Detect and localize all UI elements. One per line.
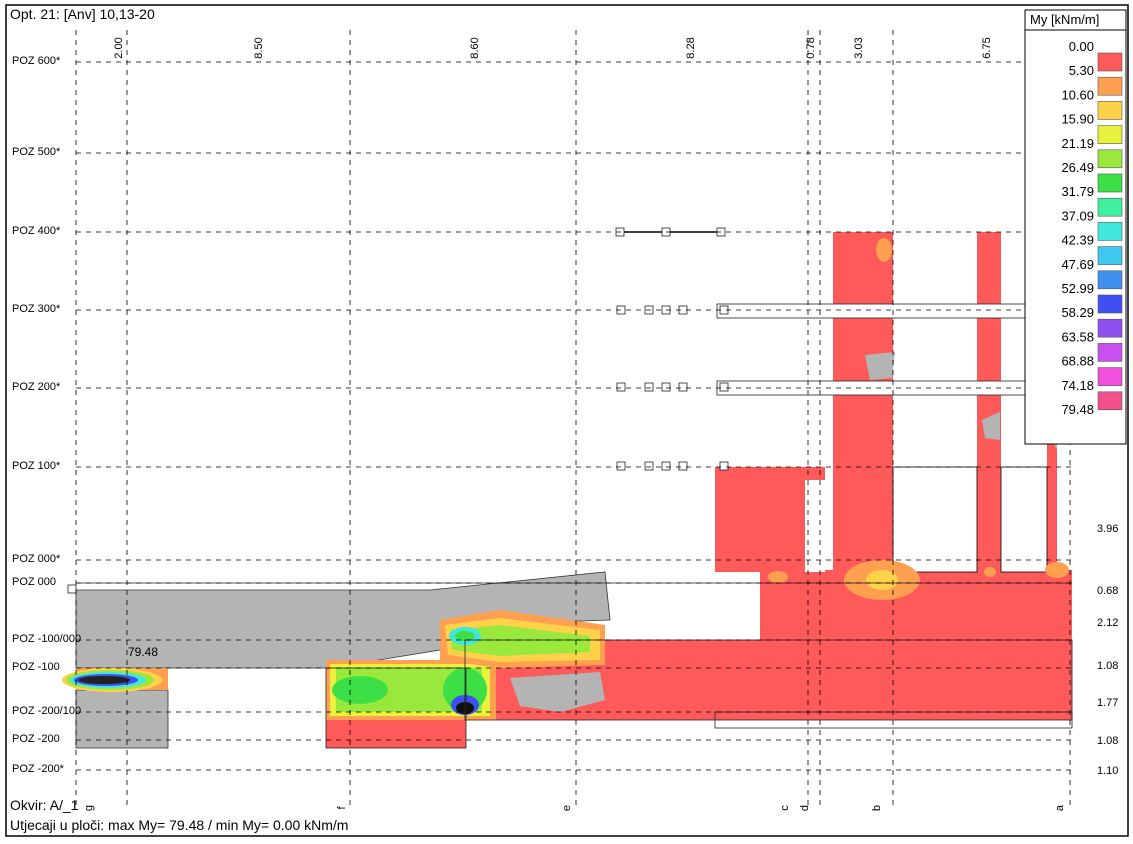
legend-swatch [1097,149,1123,169]
legend-value: 31.79 [1061,184,1094,199]
legend-swatch [1097,125,1123,144]
axis-label: d [799,805,811,811]
legend-value: 37.09 [1061,208,1094,223]
level-label: POZ -100 [12,661,60,673]
zero-moment-gray [75,352,1057,749]
level-label: POZ 000 [12,576,56,588]
beam-bars [67,227,1073,594]
legend-swatch [1097,343,1123,362]
span-label: 8.50 [253,37,265,58]
legend-value: 68.88 [1061,354,1094,369]
legend-value: 21.19 [1061,136,1094,151]
dimension-label: 1.77 [1097,697,1118,709]
dimension-label: 1.10 [1097,765,1118,777]
span-label: 8.28 [685,37,697,58]
legend-value: 63.58 [1061,329,1094,344]
legend-swatch [1097,367,1123,386]
dimension-label: 3.96 [1097,523,1118,535]
level-label: POZ 500* [12,146,61,158]
axis-label: b [871,805,883,811]
legend-value: 42.39 [1061,233,1094,248]
legend-swatch [1097,246,1123,265]
axis-label: c [779,805,791,811]
axis-label: f [336,806,348,810]
legend-swatch [1097,391,1123,411]
legend-swatch [1097,294,1123,314]
frame-label: Okvir: A/_1 [10,797,79,813]
legend-swatch [1097,222,1123,241]
legend-swatch [1097,270,1123,290]
span-label: 8.60 [469,37,481,58]
legend: My [kNm/m] 0.00 5.30 10.60 15.90 21.19 26.49 3… [1024,9,1127,445]
legend-value: 10.60 [1061,87,1094,102]
level-label: POZ -100/000 [12,633,81,645]
dimension-label: 2.12 [1097,617,1118,629]
legend-value: 79.48 [1061,402,1094,417]
legend-swatch [1097,101,1123,120]
dimension-label: 0.68 [1097,585,1118,597]
legend-swatch [1097,76,1123,96]
contour-hotspots [62,238,1069,720]
grid-labels: POZ 600* POZ 500* POZ 400* POZ 300* POZ 200*… [12,37,1118,811]
level-label: POZ -200/100 [12,705,81,717]
legend-value: 15.90 [1061,112,1094,127]
level-label: POZ 600* [12,55,61,67]
legend-value: 5.30 [1069,63,1094,78]
level-label: POZ 300* [12,303,61,315]
legend-value: 0.00 [1069,39,1094,54]
legend-value: 58.29 [1061,305,1094,320]
level-label: POZ 100* [12,460,61,472]
view-title: Opt. 21: [Anv] 10,13-20 [10,6,155,22]
axis-label: a [1054,804,1066,811]
legend-value: 47.69 [1061,257,1094,272]
legend-value: 26.49 [1061,160,1094,175]
dimension-label: 1.08 [1097,735,1118,747]
span-label: 2.00 [113,37,125,58]
results-summary: Utjecaji u ploči: max My= 79.48 / min My… [10,817,348,833]
legend-swatch [1097,318,1123,338]
dimension-label: 1.08 [1097,660,1118,672]
level-label: POZ 200* [12,381,61,393]
legend-swatch [1097,52,1123,72]
legend-swatch [1097,173,1123,193]
max-value-label: 79.48 [128,645,158,659]
span-label: 6.75 [981,37,993,58]
axis-label: e [561,805,573,811]
span-label: 0.78 [805,37,817,58]
axis-label: g [83,805,95,811]
legend-value: 52.99 [1061,281,1094,296]
legend-title: My [kNm/m] [1030,12,1099,27]
level-label: POZ -200* [12,763,65,775]
level-label: POZ 400* [12,225,61,237]
level-label: POZ 000* [12,553,61,565]
span-label: 3.03 [853,37,865,58]
legend-value: 74.18 [1061,378,1094,393]
level-label: POZ -200 [12,733,60,745]
legend-swatch [1097,197,1123,217]
grid-lines [75,30,1072,810]
